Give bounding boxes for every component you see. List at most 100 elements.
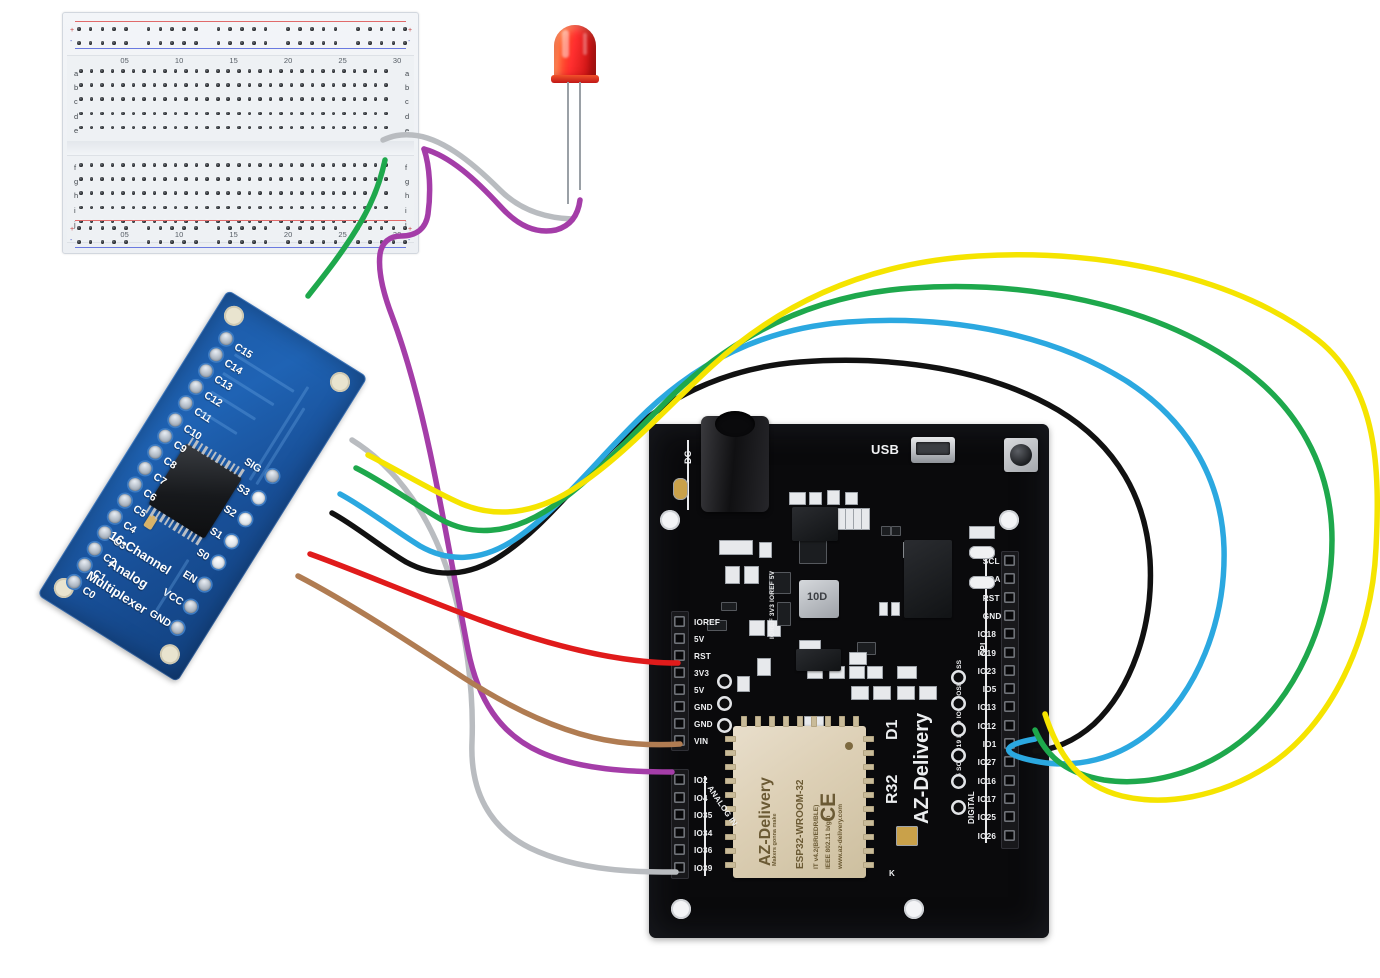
breadboard-hole[interactable] [247, 125, 252, 130]
breadboard-hole[interactable] [268, 97, 273, 101]
breadboard-hole[interactable] [352, 125, 357, 130]
esp-pin-5v[interactable] [674, 633, 685, 644]
breadboard-hole[interactable] [268, 69, 273, 73]
breadboard-hole[interactable] [310, 226, 314, 230]
breadboard-hole[interactable] [100, 83, 104, 87]
breadboard-hole[interactable] [268, 191, 273, 195]
breadboard-hole[interactable] [352, 191, 357, 195]
breadboard-hole[interactable] [89, 69, 94, 73]
breadboard-hole[interactable] [342, 69, 346, 73]
breadboard-hole[interactable] [321, 191, 325, 195]
breadboard-hole[interactable] [215, 191, 220, 195]
breadboard-hole[interactable] [173, 97, 178, 101]
breadboard-hole[interactable] [152, 177, 157, 181]
breadboard-hole[interactable] [286, 27, 291, 31]
breadboard-hole[interactable] [236, 111, 241, 116]
breadboard-hole[interactable] [146, 226, 151, 230]
breadboard-hole[interactable] [110, 125, 115, 130]
breadboard-hole[interactable] [286, 226, 291, 230]
breadboard-hole[interactable] [173, 125, 178, 130]
breadboard-hole[interactable] [258, 83, 262, 87]
breadboard-hole[interactable] [368, 240, 372, 244]
breadboard-hole[interactable] [152, 205, 157, 210]
breadboard-hole[interactable] [184, 191, 188, 195]
breadboard-hole[interactable] [173, 191, 178, 195]
breadboard-hole[interactable] [356, 41, 360, 45]
breadboard-hole[interactable] [373, 177, 378, 181]
breadboard-hole[interactable] [194, 163, 199, 167]
breadboard-hole[interactable] [100, 177, 104, 181]
breadboard-hole[interactable] [89, 97, 94, 101]
breadboard-hole[interactable] [184, 111, 188, 116]
breadboard-hole[interactable] [321, 177, 325, 181]
breadboard-hole[interactable] [247, 219, 252, 224]
breadboard-hole[interactable] [131, 219, 136, 224]
esp-pin-5v[interactable] [674, 684, 685, 695]
breadboard-hole[interactable] [121, 177, 125, 181]
breadboard-hole[interactable] [403, 27, 407, 31]
breadboard-hole[interactable] [279, 205, 283, 210]
breadboard-hole[interactable] [215, 83, 220, 87]
breadboard-hole[interactable] [173, 69, 178, 73]
breadboard-hole[interactable] [215, 125, 220, 130]
breadboard-hole[interactable] [331, 191, 336, 195]
breadboard-hole[interactable] [173, 205, 178, 210]
breadboard-hole[interactable] [142, 191, 146, 195]
breadboard-hole[interactable] [205, 219, 209, 224]
breadboard-hole[interactable] [152, 191, 157, 195]
breadboard-hole[interactable] [352, 177, 357, 181]
breadboard-hole[interactable] [321, 111, 325, 116]
breadboard-hole[interactable] [215, 97, 220, 101]
breadboard-hole[interactable] [258, 97, 262, 101]
breadboard-hole[interactable] [363, 97, 367, 101]
breadboard-hole[interactable] [194, 125, 199, 130]
breadboard-hole[interactable] [247, 177, 252, 181]
breadboard-hole[interactable] [298, 240, 302, 244]
breadboard-hole[interactable] [89, 83, 94, 87]
breadboard-hole[interactable] [142, 163, 146, 167]
breadboard-hole[interactable] [184, 69, 188, 73]
breadboard-hole[interactable] [79, 191, 83, 195]
esp-pin-rst[interactable] [1004, 591, 1015, 603]
breadboard-hole[interactable] [236, 125, 241, 130]
breadboard-hole[interactable] [279, 177, 283, 181]
breadboard-hole[interactable] [184, 163, 188, 167]
breadboard-hole[interactable] [321, 226, 326, 230]
breadboard-hole[interactable] [236, 177, 241, 181]
breadboard-hole[interactable] [384, 125, 388, 130]
esp-pin-scl[interactable] [1004, 555, 1015, 566]
breadboard-hole[interactable] [298, 27, 302, 31]
breadboard-hole[interactable] [391, 41, 396, 45]
breadboard-hole[interactable] [300, 97, 304, 101]
breadboard-hole[interactable] [300, 219, 304, 224]
breadboard-hole[interactable] [89, 163, 94, 167]
breadboard-hole[interactable] [158, 226, 163, 230]
breadboard-hole[interactable] [363, 125, 367, 130]
breadboard-hole[interactable] [300, 191, 304, 195]
breadboard-hole[interactable] [152, 163, 157, 167]
esp-pin-io13[interactable] [1004, 701, 1015, 713]
breadboard-hole[interactable] [368, 27, 372, 31]
breadboard-hole[interactable] [373, 191, 378, 195]
breadboard-hole[interactable] [146, 27, 151, 31]
breadboard-hole[interactable] [163, 111, 167, 116]
breadboard-hole[interactable] [146, 41, 151, 45]
breadboard-hole[interactable] [321, 83, 325, 87]
breadboard-hole[interactable] [321, 125, 325, 130]
breadboard-hole[interactable] [146, 240, 151, 244]
breadboard-hole[interactable] [194, 205, 199, 210]
breadboard-hole[interactable] [79, 97, 83, 101]
breadboard-hole[interactable] [121, 69, 125, 73]
breadboard-hole[interactable] [289, 191, 294, 195]
breadboard-hole[interactable] [163, 83, 167, 87]
esp-pin-io25[interactable] [1004, 811, 1015, 823]
breadboard-hole[interactable] [356, 27, 360, 31]
esp-pin-io35[interactable] [674, 809, 685, 820]
esp-pin-io16[interactable] [1004, 774, 1015, 786]
breadboard-hole[interactable] [88, 226, 93, 230]
breadboard-hole[interactable] [363, 163, 367, 167]
esp-pin-io2[interactable] [674, 774, 685, 785]
breadboard-hole[interactable] [258, 205, 262, 210]
breadboard-hole[interactable] [240, 41, 244, 45]
breadboard-hole[interactable] [142, 111, 146, 116]
